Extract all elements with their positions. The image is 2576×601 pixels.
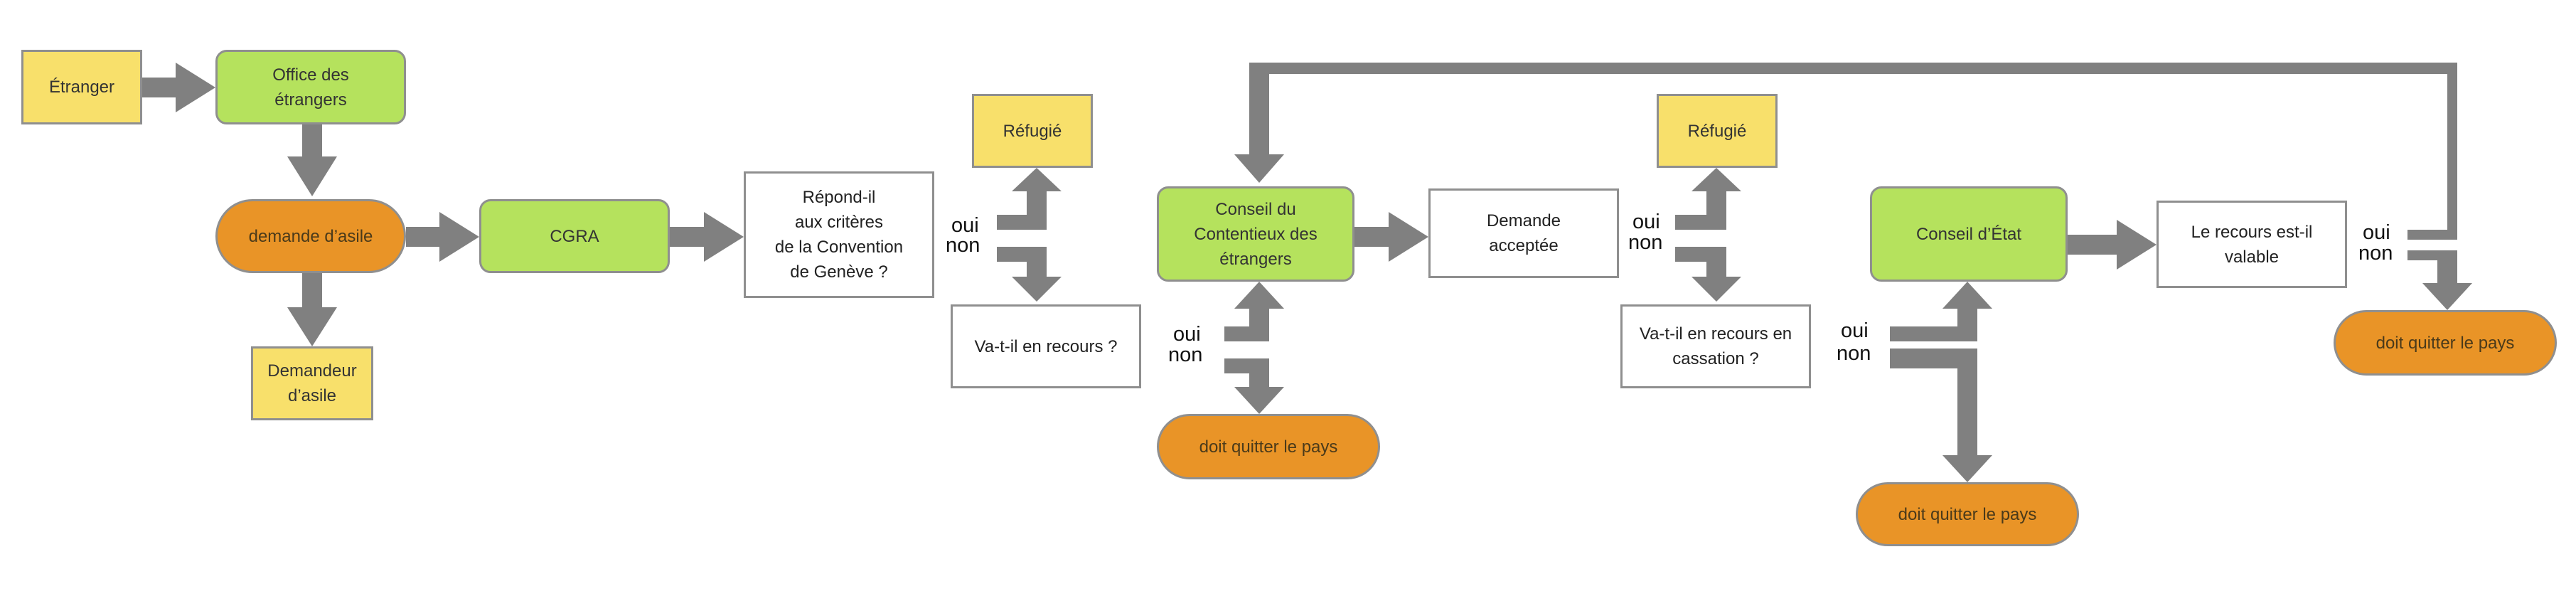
label-non-3: non (1628, 231, 1663, 254)
node-repond-criteres: Répond-il aux critères de la Convention … (744, 171, 934, 298)
label-non-1: non (946, 234, 980, 257)
node-office-des-etrangers: Office des étrangers (215, 50, 406, 124)
arrow-oui-refugie1 (997, 168, 1062, 230)
arrow-office-demande (287, 123, 337, 196)
node-refugie-1: Réfugié (972, 94, 1093, 168)
arrow-oui-conseil-contentieux (1224, 282, 1284, 341)
node-conseil-etat: Conseil d’État (1870, 186, 2068, 282)
node-cgra: CGRA (479, 199, 670, 273)
node-demande-asile: demande d’asile (215, 199, 406, 273)
arrow-conseil-demande-acceptee (1354, 212, 1428, 262)
label-non-4: non (1837, 342, 1871, 365)
arrow-etranger-office (142, 63, 215, 112)
arrow-oui-refugie2 (1675, 168, 1741, 230)
arrow-non-recours1 (997, 247, 1062, 302)
arrow-cgra-repond (670, 212, 744, 262)
label-oui-2: oui (1173, 323, 1201, 346)
node-refugie-2: Réfugié (1657, 94, 1778, 168)
label-oui-5: oui (2363, 221, 2390, 244)
node-recours-valable: Le recours est-il valable (2157, 201, 2347, 288)
arrow-conseil-etat-recours (2068, 220, 2157, 270)
arrow-demande-cgra (406, 212, 479, 262)
arrow-non-quitter2 (1890, 349, 1992, 482)
node-doit-quitter-3: doit quitter le pays (2334, 310, 2557, 376)
node-doit-quitter-2: doit quitter le pays (1856, 482, 2079, 546)
label-oui-3: oui (1632, 211, 1660, 233)
node-doit-quitter-1: doit quitter le pays (1157, 414, 1380, 479)
arrow-oui-conseil-etat (1890, 282, 1992, 341)
label-non-5: non (2358, 242, 2393, 265)
label-oui-4: oui (1841, 319, 1869, 342)
node-demande-acceptee: Demande acceptée (1428, 188, 1619, 278)
arrow-demande-demandeur (287, 273, 337, 346)
node-conseil-contentieux: Conseil du Contentieux des étrangers (1157, 186, 1354, 282)
arrow-non-quitter3 (2407, 250, 2472, 310)
node-recours-cassation: Va-t-il en recours en cassation ? (1620, 304, 1811, 388)
arrow-non-cassation (1675, 247, 1741, 302)
node-demandeur-asile: Demandeur d’asile (251, 346, 373, 420)
node-etranger: Étranger (21, 50, 142, 124)
label-oui-1: oui (951, 214, 979, 237)
label-non-2: non (1168, 344, 1203, 366)
arrow-non-quitter1 (1224, 358, 1284, 414)
node-va-t-il-recours: Va-t-il en recours ? (951, 304, 1141, 388)
